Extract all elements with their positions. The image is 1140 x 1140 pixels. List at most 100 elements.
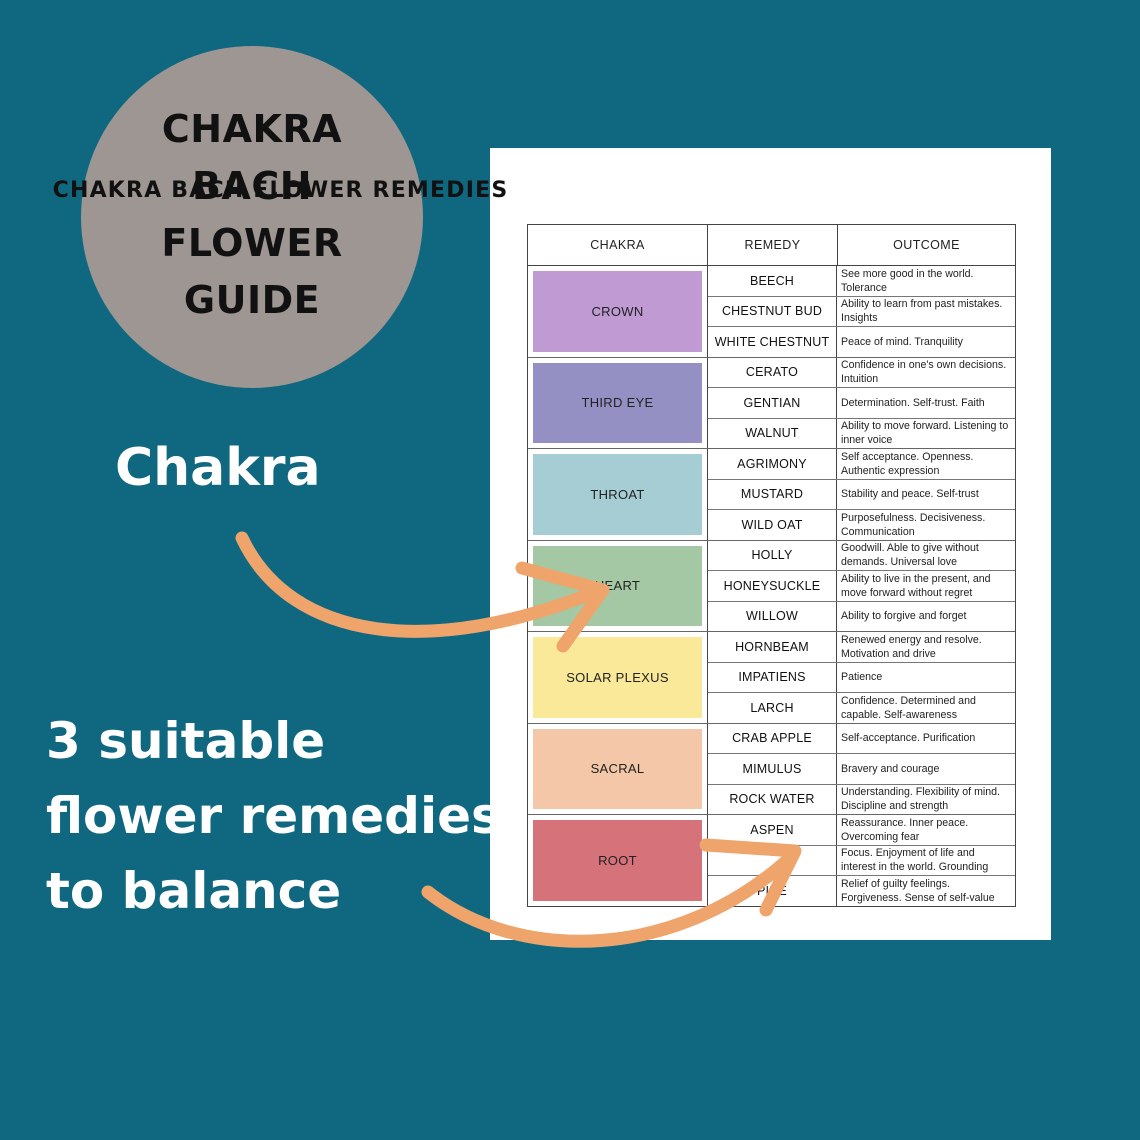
remedy-outcome: Relief of guilty feelings. Forgiveness. … bbox=[836, 876, 1015, 906]
chakra-cell: CROWN bbox=[528, 266, 707, 357]
remedy-name: HOLLY bbox=[751, 548, 793, 563]
chakra-cell: SOLAR PLEXUS bbox=[528, 632, 707, 723]
remedy-name: ROCK WATER bbox=[729, 792, 815, 807]
remedy-name: ASPEN bbox=[750, 822, 794, 837]
remedy-name: HONEYSUCKLE bbox=[723, 578, 821, 593]
list-item: BEECH See more good in the world. Toleran… bbox=[708, 266, 1015, 296]
remedies-label-line: flower remedies bbox=[46, 787, 501, 845]
list-item: CRAB APPLE Self-acceptance. Purification bbox=[708, 723, 1015, 753]
remedy-outcome: Renewed energy and resolve. Motivation a… bbox=[836, 632, 1015, 662]
list-item: ROCK WATER Understanding. Flexibility of … bbox=[708, 783, 1015, 814]
remedy-name: PINE bbox=[757, 883, 787, 898]
remedy-outcome: Ability to forgive and forget bbox=[836, 601, 1015, 631]
list-item: HOLLY Goodwill. Able to give without dema… bbox=[708, 540, 1015, 570]
chakra-swatch: HEART bbox=[533, 545, 702, 626]
list-item: PINE Relief of guilty feelings. Forgivene… bbox=[708, 875, 1015, 906]
list-item: GENTIAN Determination. Self-trust. Faith bbox=[708, 387, 1015, 418]
chakra-swatch: CROWN bbox=[533, 271, 702, 352]
guide-title-line: GUIDE bbox=[183, 278, 321, 322]
remedies-table: CHAKRA REMEDY OUTCOME CROWN BEECH See more… bbox=[527, 224, 1016, 907]
list-item: MUSTARD Stability and peace. Self-trust bbox=[708, 478, 1015, 509]
list-item: MIMULUS Bravery and courage bbox=[708, 753, 1015, 784]
remedy-outcome: Confidence. Determined and capable. Self… bbox=[836, 693, 1015, 723]
remedy-name: BEECH bbox=[749, 273, 795, 288]
remedy-name: GENTIAN bbox=[743, 395, 801, 410]
chakra-cell: THROAT bbox=[528, 449, 707, 540]
chakra-label: Chakra bbox=[115, 438, 321, 498]
remedy-name: IMPATIENS bbox=[738, 670, 806, 685]
remedy-name: CHESTNUT BUD bbox=[721, 304, 823, 319]
list-item: LARCH Confidence. Determined and capable.… bbox=[708, 692, 1015, 723]
chakra-swatch: THROAT bbox=[533, 454, 702, 535]
remedy-outcome: Ability to learn from past mistakes. Ins… bbox=[836, 296, 1015, 326]
remedy-name: CRAB APPLE bbox=[732, 731, 812, 746]
sheet-title: CHAKRA BACH FLOWER REMEDIES bbox=[52, 178, 509, 203]
remedy-name: WHITE CHESTNUT bbox=[714, 334, 830, 349]
table-header: CHAKRA REMEDY OUTCOME bbox=[528, 225, 1015, 266]
chakra-swatch: ROOT bbox=[533, 820, 702, 901]
remedy-outcome: Reassurance. Inner peace. Overcoming fea… bbox=[836, 815, 1015, 845]
remedies-label-line: 3 suitable bbox=[46, 712, 326, 770]
header-remedy: REMEDY bbox=[707, 225, 837, 265]
remedy-name: AGRIMONY bbox=[737, 456, 807, 471]
remedy-outcome: Ability to move forward. Listening to in… bbox=[836, 418, 1015, 448]
list-item: AGRIMONY Self acceptance. Openness. Authe… bbox=[708, 449, 1015, 479]
list-item: CHESTNUT BUD Ability to learn from past m… bbox=[708, 295, 1015, 326]
remedy-outcome: Stability and peace. Self-trust bbox=[836, 479, 1015, 509]
remedy-rows: BEECH See more good in the world. Toleran… bbox=[707, 266, 1015, 357]
remedy-outcome: See more good in the world. Tolerance bbox=[836, 266, 1015, 296]
remedy-name: WILLOW bbox=[746, 609, 798, 624]
list-item: ASPEN Reassurance. Inner peace. Overcomin… bbox=[708, 815, 1015, 845]
list-item: Focus. Enjoyment of life and interest in… bbox=[708, 844, 1015, 875]
chakra-cell: THIRD EYE bbox=[528, 358, 707, 449]
chakra-swatch: SOLAR PLEXUS bbox=[533, 637, 702, 718]
remedy-outcome: Self acceptance. Openness. Authentic exp… bbox=[836, 449, 1015, 479]
remedy-outcome: Understanding. Flexibility of mind. Disc… bbox=[836, 784, 1015, 814]
remedies-label-line: to balance bbox=[46, 862, 342, 920]
remedy-outcome: Goodwill. Able to give without demands. … bbox=[836, 540, 1015, 570]
table-body: CROWN BEECH See more good in the world. To… bbox=[528, 266, 1015, 906]
remedy-outcome: Determination. Self-trust. Faith bbox=[836, 388, 1015, 418]
guide-title-line: BACH bbox=[191, 164, 313, 208]
title-badge: CHAKRA BACH FLOWER GUIDE bbox=[81, 46, 423, 388]
remedies-label: 3 suitable flower remedies to balance bbox=[46, 704, 501, 929]
remedy-rows: HOLLY Goodwill. Able to give without dema… bbox=[707, 540, 1015, 631]
remedy-outcome: Focus. Enjoyment of life and interest in… bbox=[836, 845, 1015, 875]
remedy-rows: HORNBEAM Renewed energy and resolve. Moti… bbox=[707, 632, 1015, 723]
remedy-name: MUSTARD bbox=[740, 487, 804, 502]
table-row: THROAT AGRIMONY Self acceptance. Openness.… bbox=[528, 448, 1015, 540]
chakra-cell: HEART bbox=[528, 541, 707, 632]
chakra-swatch: SACRAL bbox=[533, 728, 702, 809]
remedy-outcome: Ability to live in the present, and move… bbox=[836, 571, 1015, 601]
table-row: ROOT ASPEN Reassurance. Inner peace. Overc… bbox=[528, 814, 1015, 906]
remedy-outcome: Bravery and courage bbox=[836, 754, 1015, 784]
guide-title-line: CHAKRA bbox=[161, 107, 343, 151]
guide-title: CHAKRA BACH FLOWER GUIDE bbox=[161, 101, 342, 329]
list-item: WILLOW Ability to forgive and forget bbox=[708, 600, 1015, 631]
chakra-swatch: THIRD EYE bbox=[533, 362, 702, 443]
remedy-name: LARCH bbox=[750, 700, 794, 715]
guide-title-line: FLOWER bbox=[161, 221, 343, 265]
list-item: WHITE CHESTNUT Peace of mind. Tranquility bbox=[708, 326, 1015, 357]
list-item: WALNUT Ability to move forward. Listening… bbox=[708, 417, 1015, 448]
list-item: HORNBEAM Renewed energy and resolve. Moti… bbox=[708, 632, 1015, 662]
remedy-name: WALNUT bbox=[745, 426, 799, 441]
remedy-rows: ASPEN Reassurance. Inner peace. Overcomin… bbox=[707, 815, 1015, 906]
remedy-outcome: Peace of mind. Tranquility bbox=[836, 327, 1015, 357]
remedy-outcome: Self-acceptance. Purification bbox=[836, 723, 1015, 753]
list-item: WILD OAT Purposefulness. Decisiveness. Co… bbox=[708, 509, 1015, 540]
table-row: SOLAR PLEXUS HORNBEAM Renewed energy and r… bbox=[528, 631, 1015, 723]
remedy-name: HORNBEAM bbox=[735, 639, 809, 654]
remedy-name: CERATO bbox=[745, 365, 799, 380]
list-item: HONEYSUCKLE Ability to live in the presen… bbox=[708, 570, 1015, 601]
header-chakra: CHAKRA bbox=[590, 238, 645, 252]
remedy-rows: AGRIMONY Self acceptance. Openness. Authe… bbox=[707, 449, 1015, 540]
remedy-name: WILD OAT bbox=[741, 517, 803, 532]
table-row: CROWN BEECH See more good in the world. To… bbox=[528, 266, 1015, 357]
remedy-name: MIMULUS bbox=[742, 761, 802, 776]
remedy-outcome: Purposefulness. Decisiveness. Communicat… bbox=[836, 510, 1015, 540]
